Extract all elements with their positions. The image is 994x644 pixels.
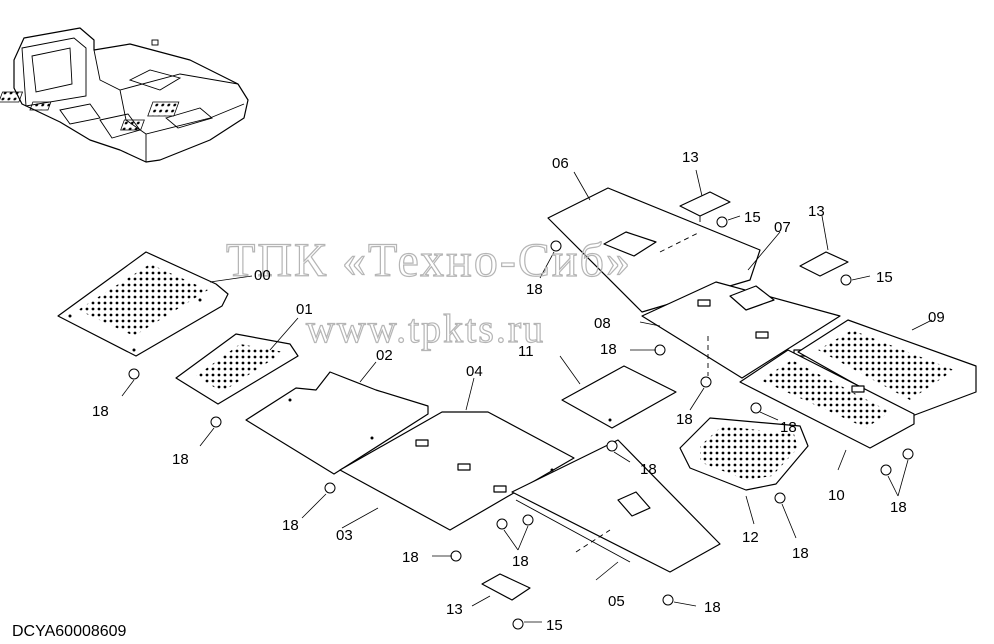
drawing-code: DCYA60008609 (12, 623, 127, 640)
label-02: 02 (376, 347, 393, 364)
watermark-line1: ТПК «Техно-Сиб» (226, 234, 632, 287)
label-15a: 15 (744, 209, 761, 226)
label-18k: 18 (792, 545, 809, 562)
label-18b: 18 (172, 451, 189, 468)
leader-lines (121, 169, 933, 623)
label-18m: 18 (890, 499, 907, 516)
label-04: 04 (466, 363, 483, 380)
label-15c: 15 (546, 617, 563, 634)
label-00: 00 (254, 267, 271, 284)
label-10: 10 (828, 487, 845, 504)
label-18i: 18 (640, 461, 657, 478)
label-18d: 18 (402, 549, 419, 566)
floor-plate-00 (57, 251, 229, 357)
bolts-15 (512, 216, 852, 630)
label-18a: 18 (92, 403, 109, 420)
brackets-13 (481, 191, 849, 601)
label-18f: 18 (526, 281, 543, 298)
floor-plate-03-04 (339, 411, 575, 531)
label-18j: 18 (780, 419, 797, 436)
label-13b: 13 (808, 203, 825, 220)
label-06: 06 (552, 155, 569, 172)
floor-plate-11 (561, 365, 677, 429)
label-15b: 15 (876, 269, 893, 286)
floor-plate-10 (739, 349, 915, 449)
label-13a: 13 (682, 149, 699, 166)
floor-plate-05 (511, 439, 721, 573)
floor-plate-06 (547, 187, 761, 313)
label-18c: 18 (282, 517, 299, 534)
label-11: 11 (518, 343, 534, 360)
label-03: 03 (336, 527, 353, 544)
label-12: 12 (742, 529, 759, 546)
bolts-18 (128, 240, 914, 606)
floor-plate-12 (679, 417, 809, 491)
label-08: 08 (594, 315, 611, 332)
label-18e: 18 (512, 553, 529, 570)
label-07: 07 (774, 219, 791, 236)
floor-plate-02 (245, 371, 429, 475)
label-05: 05 (608, 593, 625, 610)
label-18h: 18 (676, 411, 693, 428)
watermark-line2: www.tpkts.ru (306, 306, 545, 351)
excavator-thumbnail (0, 27, 249, 163)
floor-plate-07-08 (641, 281, 841, 379)
label-18l: 18 (704, 599, 721, 616)
label-18g: 18 (600, 341, 617, 358)
label-09: 09 (928, 309, 945, 326)
floor-plate-01 (175, 333, 299, 405)
label-13c: 13 (446, 601, 463, 618)
label-01: 01 (296, 301, 313, 318)
